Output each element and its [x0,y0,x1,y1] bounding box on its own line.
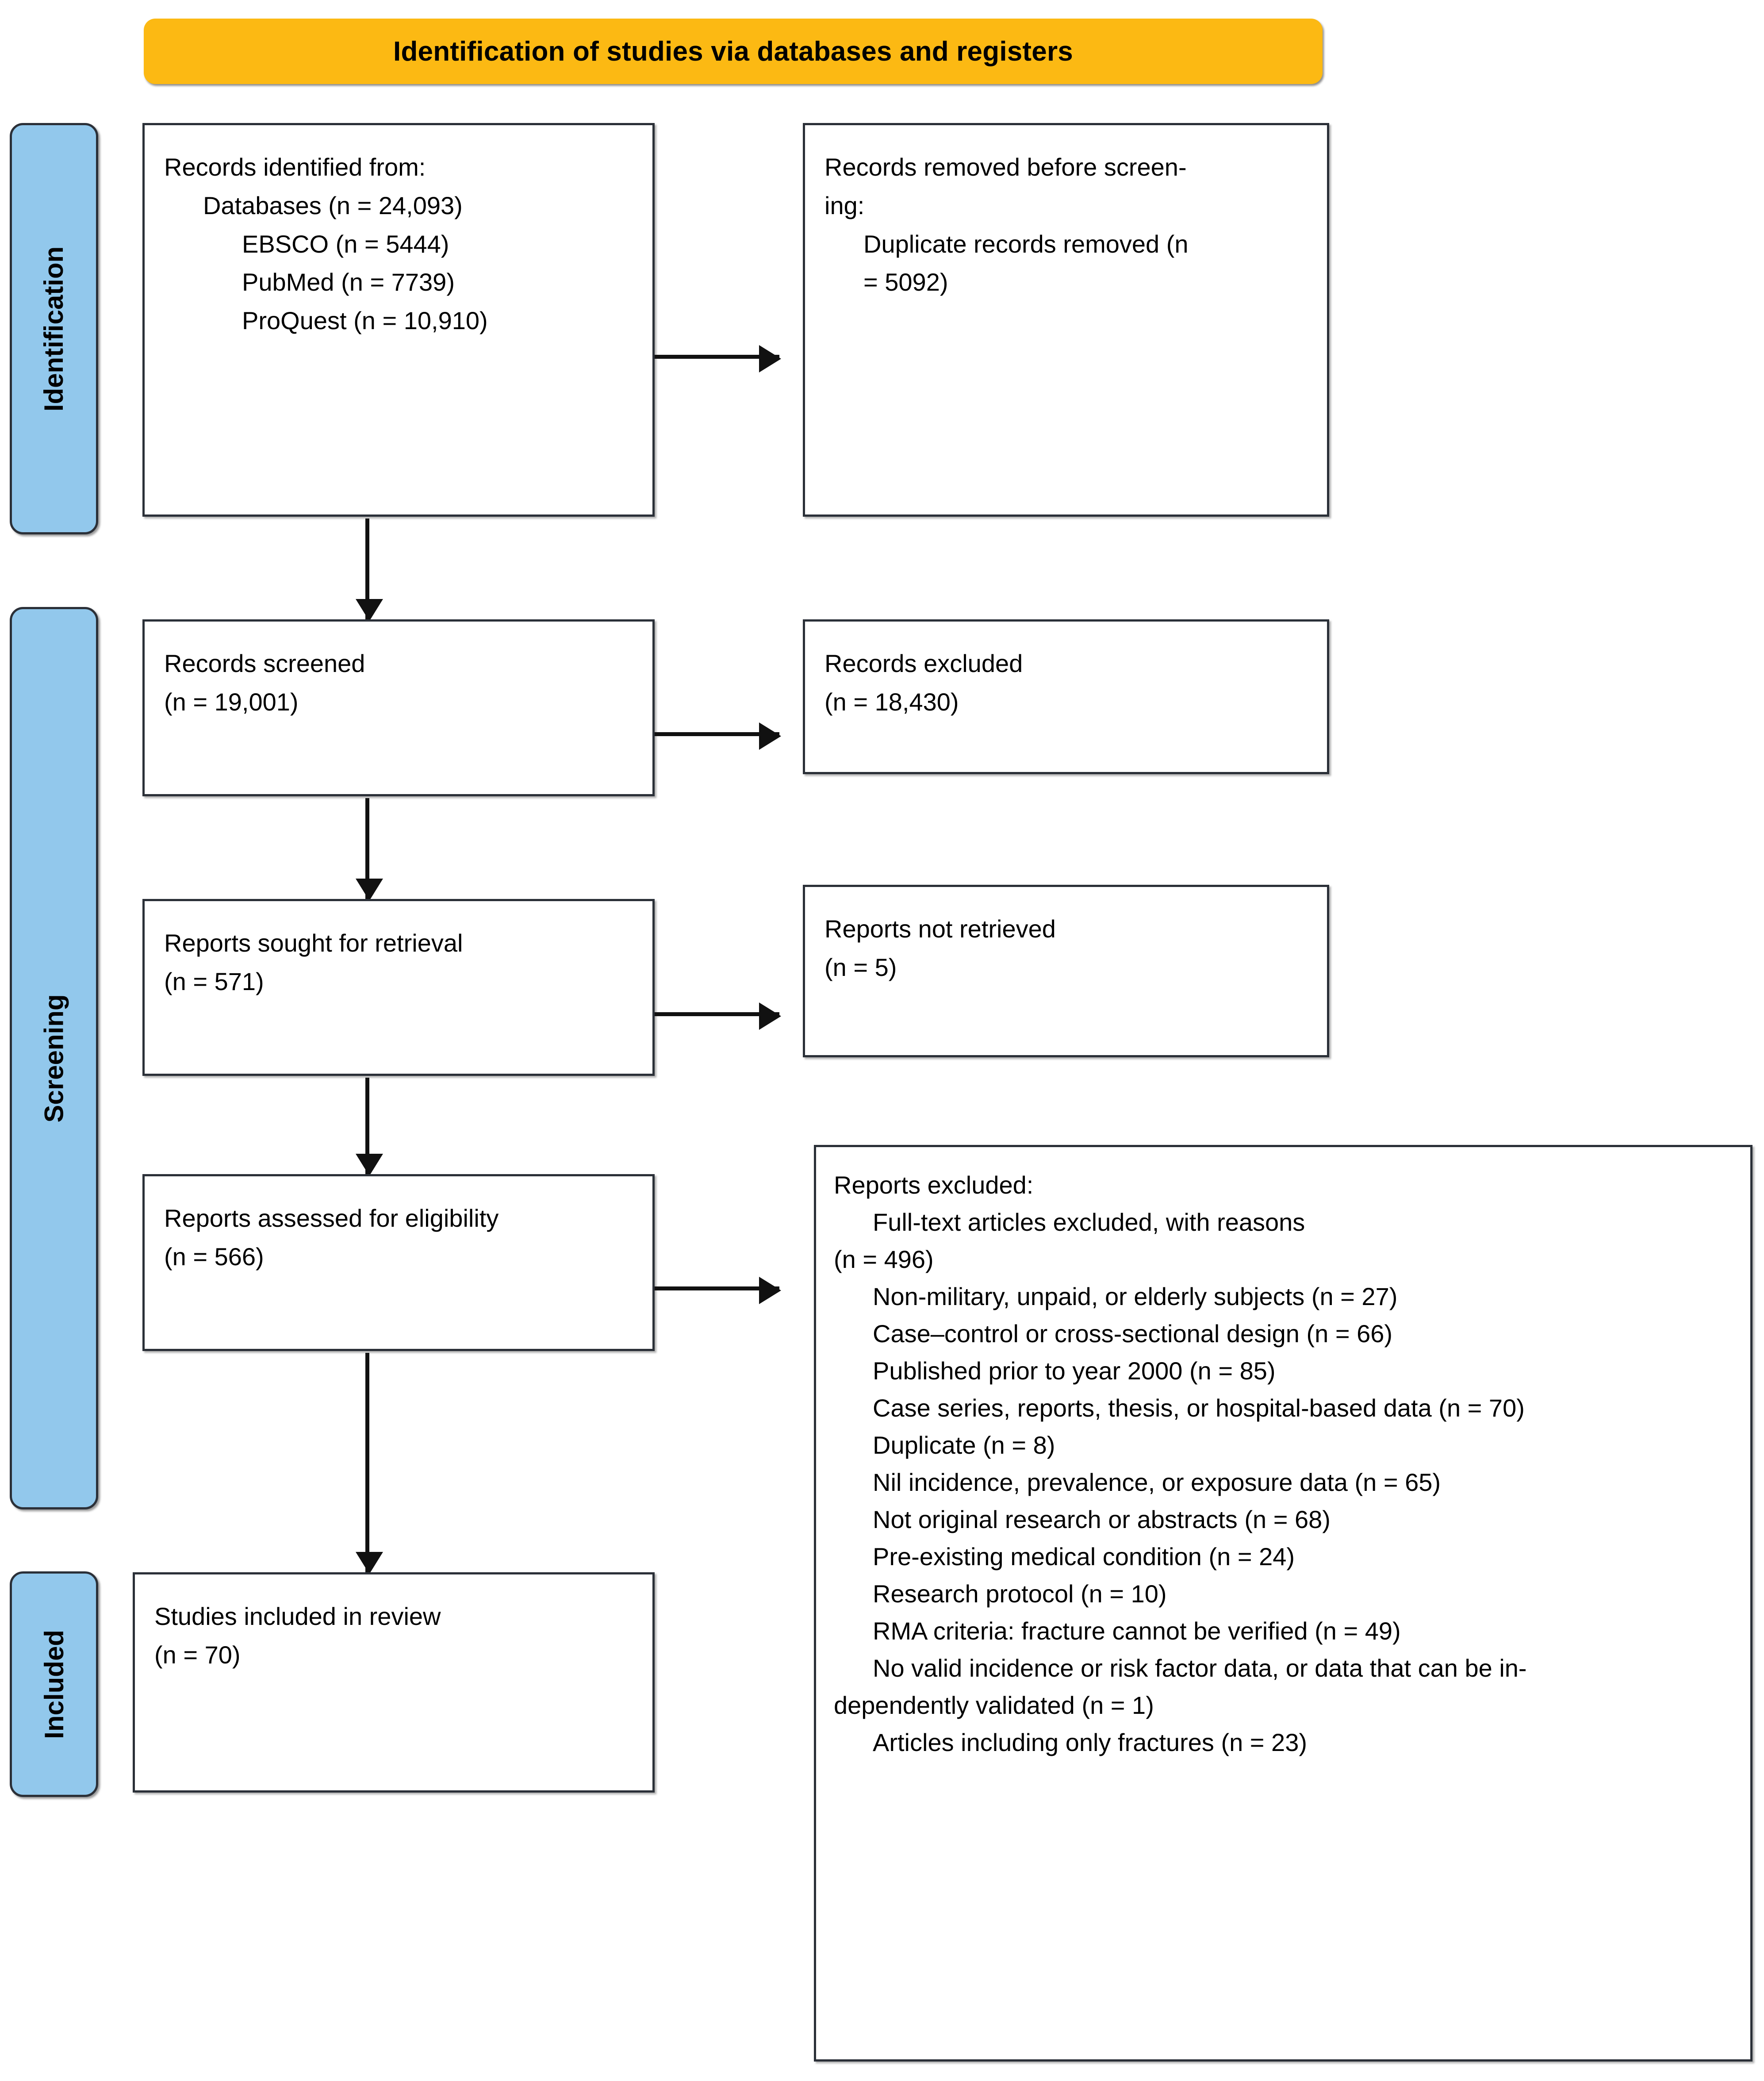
box-reports-not-retrieved: Reports not retrieved (n = 5) [803,885,1329,1057]
exclusion-reason: Published prior to year 2000 (n = 85) [873,1357,1276,1385]
records-removed-duplicates: Duplicate records removed (n [863,230,1189,258]
reports-excluded-subcount: (n = 496) [834,1245,934,1273]
records-identified-databases: Databases (n = 24,093) [203,191,463,219]
records-identified-pubmed: PubMed (n = 7739) [242,268,455,296]
records-removed-heading: Records removed before screen- [824,153,1187,181]
arrow-identified-to-removed [655,345,781,372]
arrow-sought-to-assessed [356,1078,383,1176]
exclusion-reason: Pre-existing medical condition (n = 24) [873,1543,1295,1570]
stage-label-screening: Screening [39,994,69,1123]
stage-pill-identification: Identification [10,123,98,534]
exclusion-reason: Non-military, unpaid, or elderly subject… [873,1282,1398,1310]
arrow-assessed-to-included [356,1353,383,1574]
records-identified-ebsco: EBSCO (n = 5444) [242,230,449,258]
exclusion-reason: Duplicate (n = 8) [873,1431,1055,1459]
records-identified-proquest: ProQuest (n = 10,910) [242,307,488,335]
reports-not-retrieved-heading: Reports not retrieved [824,915,1056,943]
arrow-assessed-to-excluded [655,1277,781,1304]
records-excluded-count: (n = 18,430) [824,687,959,716]
stage-pill-screening: Screening [10,607,98,1509]
exclusion-reason: Research protocol (n = 10) [873,1580,1167,1608]
box-studies-included: Studies included in review (n = 70) [133,1572,655,1793]
exclusion-reason: No valid incidence or risk factor data, … [873,1654,1527,1682]
reports-sought-heading: Reports sought for retrieval [164,929,463,957]
stage-label-identification: Identification [39,246,69,411]
box-records-screened: Records screened (n = 19,001) [142,619,655,796]
records-removed-duplicates-cont: = 5092) [863,268,948,296]
exclusion-reason: Not original research or abstracts (n = … [873,1505,1331,1533]
reports-assessed-count: (n = 566) [164,1242,264,1271]
records-screened-heading: Records screened [164,649,365,677]
exclusion-reason: Case series, reports, thesis, or hospita… [873,1394,1525,1422]
reports-assessed-heading: Reports assessed for eligibility [164,1204,499,1232]
arrow-screened-to-sought [356,798,383,901]
box-records-removed: Records removed before screen- ing: Dupl… [803,123,1329,517]
arrow-screened-to-excluded [655,722,781,750]
exclusion-reason: Articles including only fractures (n = 2… [873,1728,1307,1756]
box-records-identified: Records identified from: Databases (n = … [142,123,655,517]
reports-not-retrieved-count: (n = 5) [824,953,897,981]
exclusion-reason: Nil incidence, prevalence, or exposure d… [873,1468,1441,1496]
records-excluded-heading: Records excluded [824,649,1023,677]
banner-title: Identification of studies via databases … [393,36,1073,67]
reports-excluded-subheading: Full-text articles excluded, with reason… [873,1208,1305,1236]
records-removed-heading-cont: ing: [824,191,865,219]
reports-excluded-heading: Reports excluded: [834,1171,1034,1199]
arrow-identified-to-screened [356,518,383,621]
exclusion-reason: RMA criteria: fracture cannot be verifie… [873,1617,1401,1645]
stage-label-included: Included [39,1629,69,1739]
header-banner: Identification of studies via databases … [144,19,1323,84]
exclusion-reason: Case–control or cross-sectional design (… [873,1320,1393,1348]
records-screened-count: (n = 19,001) [164,687,299,716]
box-records-excluded: Records excluded (n = 18,430) [803,619,1329,774]
arrow-sought-to-not-retrieved [655,1002,781,1030]
exclusion-reason: dependently validated (n = 1) [834,1691,1154,1719]
box-reports-excluded: Reports excluded: Full-text articles exc… [814,1145,1752,2062]
records-identified-heading: Records identified from: [164,153,426,181]
studies-included-count: (n = 70) [154,1640,241,1669]
reports-sought-count: (n = 571) [164,967,264,995]
studies-included-heading: Studies included in review [154,1602,441,1630]
box-reports-sought: Reports sought for retrieval (n = 571) [142,899,655,1076]
box-reports-assessed: Reports assessed for eligibility (n = 56… [142,1174,655,1351]
stage-pill-included: Included [10,1571,98,1797]
